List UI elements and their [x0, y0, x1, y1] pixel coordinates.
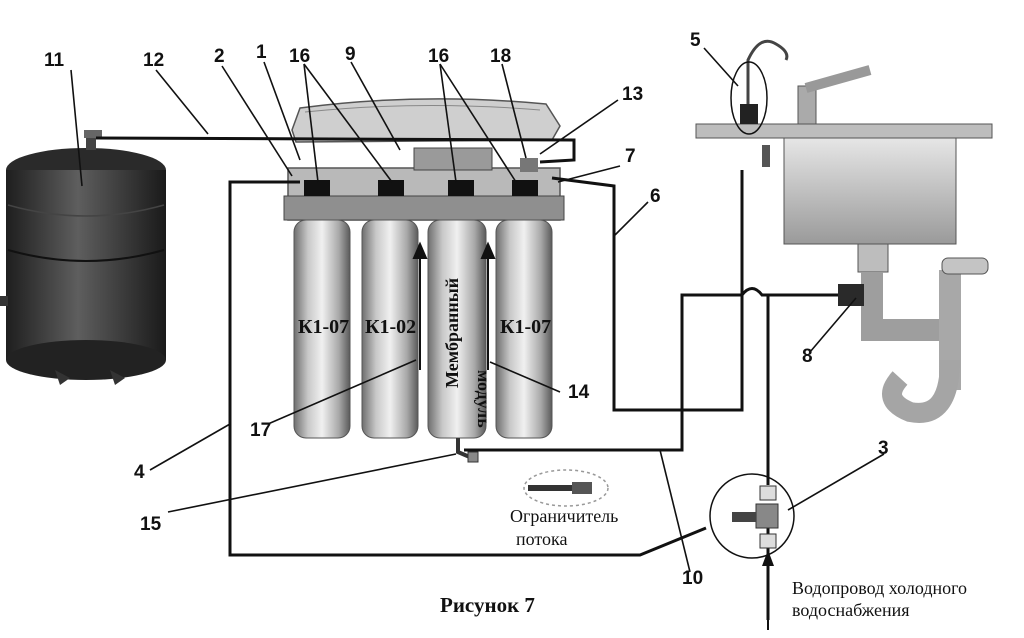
callout-10: 10	[682, 568, 703, 589]
manifold	[283, 147, 565, 221]
flow-restrictor-label-line2: потока	[516, 529, 568, 549]
callout-16-left: 16	[289, 46, 310, 67]
callout-18: 18	[490, 46, 511, 67]
callout-5: 5	[690, 30, 701, 51]
membrane-label-line1: Мембранный	[442, 278, 462, 388]
cartridge-2	[361, 219, 419, 439]
storage-tank	[0, 130, 166, 385]
supply-tee-valve	[709, 473, 795, 559]
tube-12-tank	[95, 136, 576, 164]
sink	[695, 39, 993, 423]
water-supply-label-line1: Водопровод холодного	[792, 578, 967, 598]
callout-13: 13	[622, 84, 643, 105]
callout-4: 4	[134, 462, 145, 483]
flow-restrictor-detail	[523, 469, 609, 507]
filter-label-1: К1-07	[298, 316, 349, 338]
tube-10-drain	[464, 293, 742, 452]
callout-7: 7	[625, 146, 636, 167]
cartridge-1	[293, 219, 351, 439]
callout-16-right: 16	[428, 46, 449, 67]
callout-9: 9	[345, 44, 356, 65]
flow-restrictor-label-line1: Ограничитель	[510, 506, 618, 526]
supply-arrow	[762, 550, 774, 630]
internal-flow-arrows	[412, 241, 496, 370]
filter-label-4: К1-07	[500, 316, 551, 338]
callout-1: 1	[256, 42, 267, 63]
filter-label-2: К1-02	[365, 316, 416, 338]
membrane-label-line2: модуль	[474, 370, 494, 428]
callout-12: 12	[143, 50, 164, 71]
tube-6-faucet	[551, 170, 744, 412]
callout-17: 17	[250, 420, 271, 441]
figure-caption: Рисунок 7	[440, 593, 535, 617]
callout-15: 15	[140, 514, 162, 535]
callout-8: 8	[802, 346, 813, 367]
filter-cartridges	[293, 219, 553, 439]
callout-6: 6	[650, 186, 661, 207]
tubing	[95, 136, 842, 620]
leader-lines	[70, 47, 885, 573]
callout-2: 2	[214, 46, 225, 67]
tube-4-inlet	[228, 180, 707, 557]
water-supply-label-line2: водоснабжения	[792, 600, 910, 620]
callout-11: 11	[44, 50, 65, 71]
flow-restrictor-fitting	[456, 438, 479, 463]
cartridge-4	[495, 219, 553, 439]
callout-14: 14	[568, 382, 590, 403]
callout-3: 3	[878, 438, 889, 459]
